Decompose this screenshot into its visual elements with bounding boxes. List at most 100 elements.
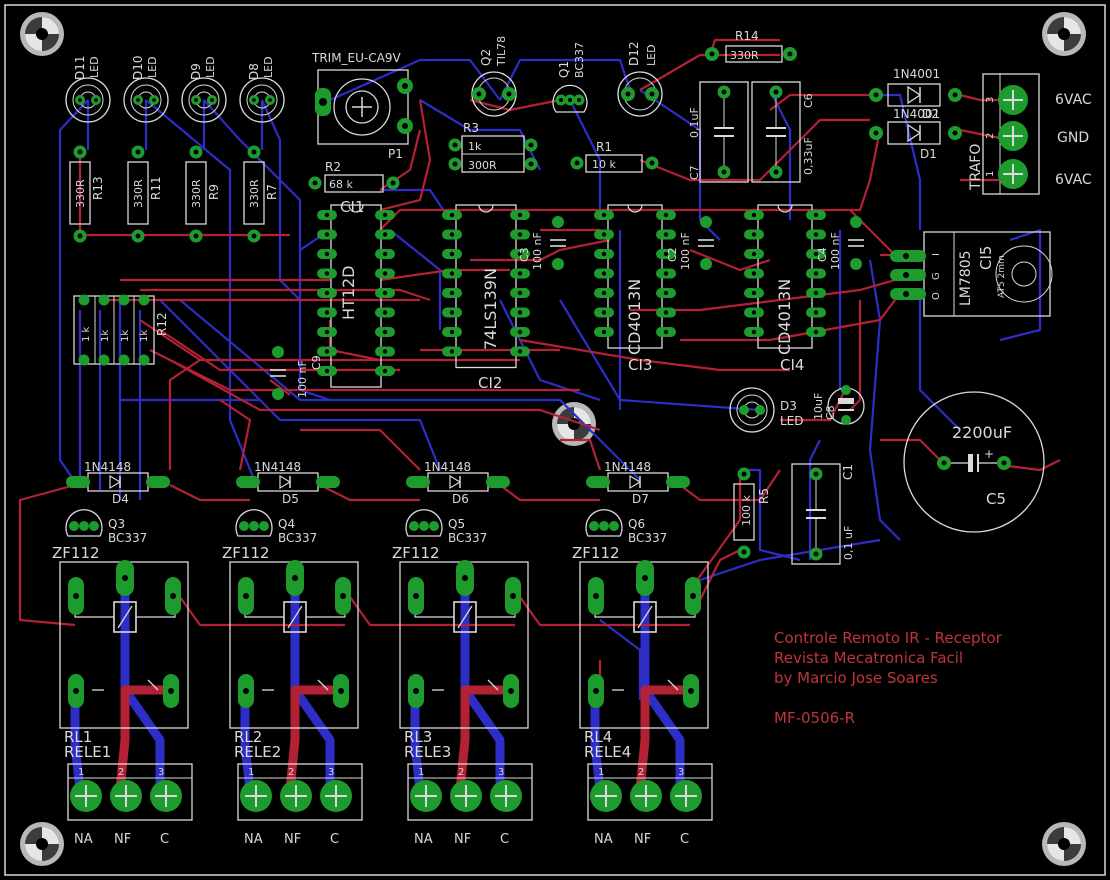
ic-ref: CI1 [340, 198, 364, 216]
terminal-label: NA [594, 832, 613, 847]
ci5-ref: CI5 [977, 246, 995, 270]
trafo-pin-1: 6VAC [1055, 172, 1092, 188]
led-ref: D10 [131, 55, 145, 80]
terminal-label: C [500, 832, 509, 847]
resistor-val: 330R [248, 179, 261, 208]
resistor-r3: R3 1k 300R [448, 121, 538, 173]
ic-part: HT12D [339, 266, 358, 320]
svg-text:I: I [931, 253, 942, 256]
resistor-ref: R7 [265, 184, 279, 200]
r14-ref: R14 [735, 29, 759, 43]
resistor-r2: R2 68 k [308, 160, 400, 193]
terminal-pin-number: 2 [118, 767, 124, 778]
c3-val: 100 nF [531, 232, 544, 270]
r3-ref: R3 [463, 121, 479, 135]
terminal-label: NF [114, 832, 131, 847]
terminal-label: NA [244, 832, 263, 847]
trimmer-p1: TRIM_EU-CA9V P1 [311, 51, 413, 161]
diode-ref: D6 [452, 492, 469, 506]
terminal-pin-number: 2 [458, 767, 464, 778]
transistor-val: BC337 [448, 531, 487, 545]
decoupling-caps: C3 100 nF C2 100 nF C4 100 nF 100 nF C9 [270, 216, 864, 400]
transistor-val: BC337 [628, 531, 667, 545]
c8-ref: C8 [824, 405, 837, 420]
relay-type: ZF112 [392, 544, 440, 562]
transistor-ref: Q3 [108, 517, 125, 531]
terminal-pin-number: 2 [638, 767, 644, 778]
power-diodes: 1N4001 1N4001 D2 D1 [869, 67, 962, 161]
r12-val-3: 1k [120, 330, 131, 342]
mounting-hole-top-right [1042, 12, 1086, 56]
transistor-ref: Q4 [278, 517, 295, 531]
terminal-label: NF [454, 832, 471, 847]
r12-val-1: 1 k [81, 326, 92, 342]
d12-ref: D12 [627, 41, 641, 66]
transistor-ref: Q6 [628, 517, 645, 531]
transistor-q1: Q1 BC337 [552, 42, 588, 113]
trafo-terminal: 3 2 1 TRAFO 6VAC GND 6VAC [968, 73, 1092, 195]
ic-ref: CI4 [780, 356, 804, 374]
capacitor-c8: 10uF C8 [812, 385, 865, 425]
r2-val: 68 k [329, 178, 353, 191]
c1-ref: C1 [841, 464, 855, 480]
c9-val: 100 nF [296, 360, 309, 398]
transistor-ref: Q5 [448, 517, 465, 531]
ci5-part: LM7805 [958, 250, 974, 306]
c4-val: 100 nF [829, 232, 842, 270]
r3-val1: 1k [468, 140, 482, 153]
d2-part: 1N4001 [893, 67, 940, 81]
c7-ref: C7 [688, 165, 701, 180]
q2-val: TIL78 [495, 36, 508, 67]
led-ref: D8 [247, 63, 261, 80]
capacitor-c1: C1 0,1 uF [791, 463, 855, 565]
c5-val: 2200uF [952, 423, 1012, 442]
resistor-val: 330R [190, 179, 203, 208]
trimmer-name: TRIM_EU-CA9V [311, 51, 401, 65]
trafo-pin-3: 6VAC [1055, 92, 1092, 108]
transistor-val: BC337 [108, 531, 147, 545]
svg-text:G: G [931, 272, 942, 280]
diode-part: 1N4148 [424, 460, 471, 474]
resistor-val: 330R [74, 179, 87, 208]
c5-ref: C5 [986, 490, 1006, 508]
c3-ref: C3 [518, 247, 531, 262]
svg-text:2: 2 [985, 133, 996, 139]
r2-ref: R2 [325, 160, 341, 174]
relay-name: RELE1 [64, 743, 111, 761]
r1-val: 10 k [592, 158, 616, 171]
trafo-pin-2: GND [1057, 130, 1089, 146]
terminal-pin-number: 3 [498, 767, 504, 778]
d12-val: LED [645, 44, 658, 66]
resistor-r5: 100 k R5 [733, 467, 771, 559]
mounting-hole-top-left [20, 12, 64, 56]
resistor-ref: R11 [149, 176, 163, 200]
mounting-hole-bottom-left [20, 822, 64, 866]
c8-val: 10uF [812, 393, 825, 420]
ir-receiver-q2: Q2 TIL78 [471, 36, 517, 117]
regulator-ci5: I G O LM7805 CI5 AT5 2mm [890, 231, 1053, 317]
relay-channels: 1N4148D4Q3BC337ZF112RL1RELE11NA2NF3C1N41… [52, 460, 713, 847]
r12-val-4: 1k [139, 330, 150, 342]
led-d3: D3 LED [729, 387, 804, 433]
relay-name: RELE3 [404, 743, 451, 761]
diode-part: 1N4148 [254, 460, 301, 474]
svg-text:1: 1 [985, 171, 996, 177]
title-line-3: by Marcio Jose Soares [774, 669, 938, 687]
terminal-label: NA [74, 832, 93, 847]
diode-ref: D5 [282, 492, 299, 506]
mounting-hole-bottom-right [1042, 822, 1086, 866]
terminal-label: NF [284, 832, 301, 847]
transistor-val: BC337 [278, 531, 317, 545]
